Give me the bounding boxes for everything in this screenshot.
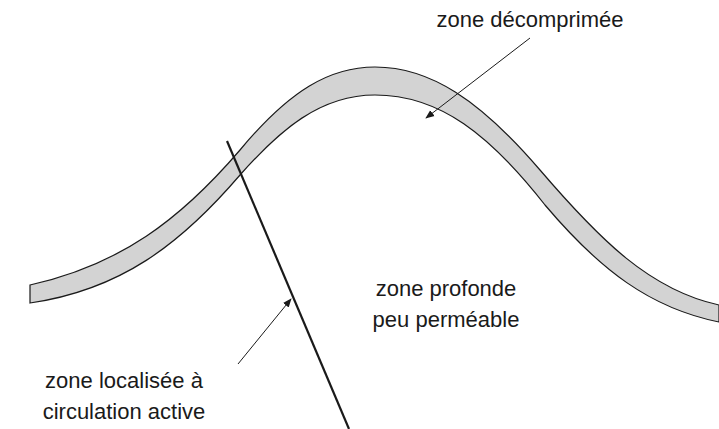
zone-label: zone profonde peu perméable — [360, 273, 532, 335]
leader-arrow — [238, 299, 291, 364]
decompressed-band — [30, 67, 719, 322]
callout-label: zone localisée à circulation active — [18, 365, 230, 427]
leader-arrow — [426, 38, 530, 118]
fault-line — [227, 141, 349, 429]
zone-label: zone décomprimée — [405, 4, 655, 35]
